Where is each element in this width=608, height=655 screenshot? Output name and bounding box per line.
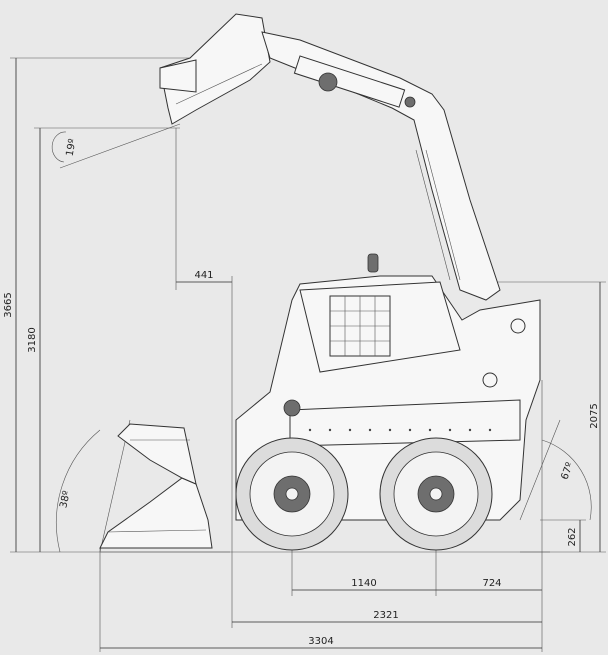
rear-wheel (379, 437, 493, 551)
label-length-no-bucket: 2321 (373, 610, 398, 621)
label-total-height: 3665 (3, 292, 14, 317)
label-wheelbase: 1140 (351, 578, 376, 589)
label-dump-angle: 19º (65, 138, 79, 157)
label-hinge-height: 3180 (27, 327, 38, 352)
loader-arm (261, 31, 501, 301)
label-ground-clearance: 262 (567, 527, 578, 546)
label-dump-reach: 441 (194, 270, 213, 281)
raised-bucket (159, 13, 271, 125)
label-cab-height: 2075 (589, 403, 600, 428)
label-departure-angle: 67º (560, 461, 576, 481)
front-wheel (235, 437, 349, 551)
dimension-lines (10, 57, 606, 652)
label-length-with-bucket: 3304 (308, 636, 333, 647)
label-rear-overhang: 724 (482, 578, 501, 589)
lower-bucket (99, 423, 213, 549)
label-rollback-angle: 38º (58, 490, 72, 510)
